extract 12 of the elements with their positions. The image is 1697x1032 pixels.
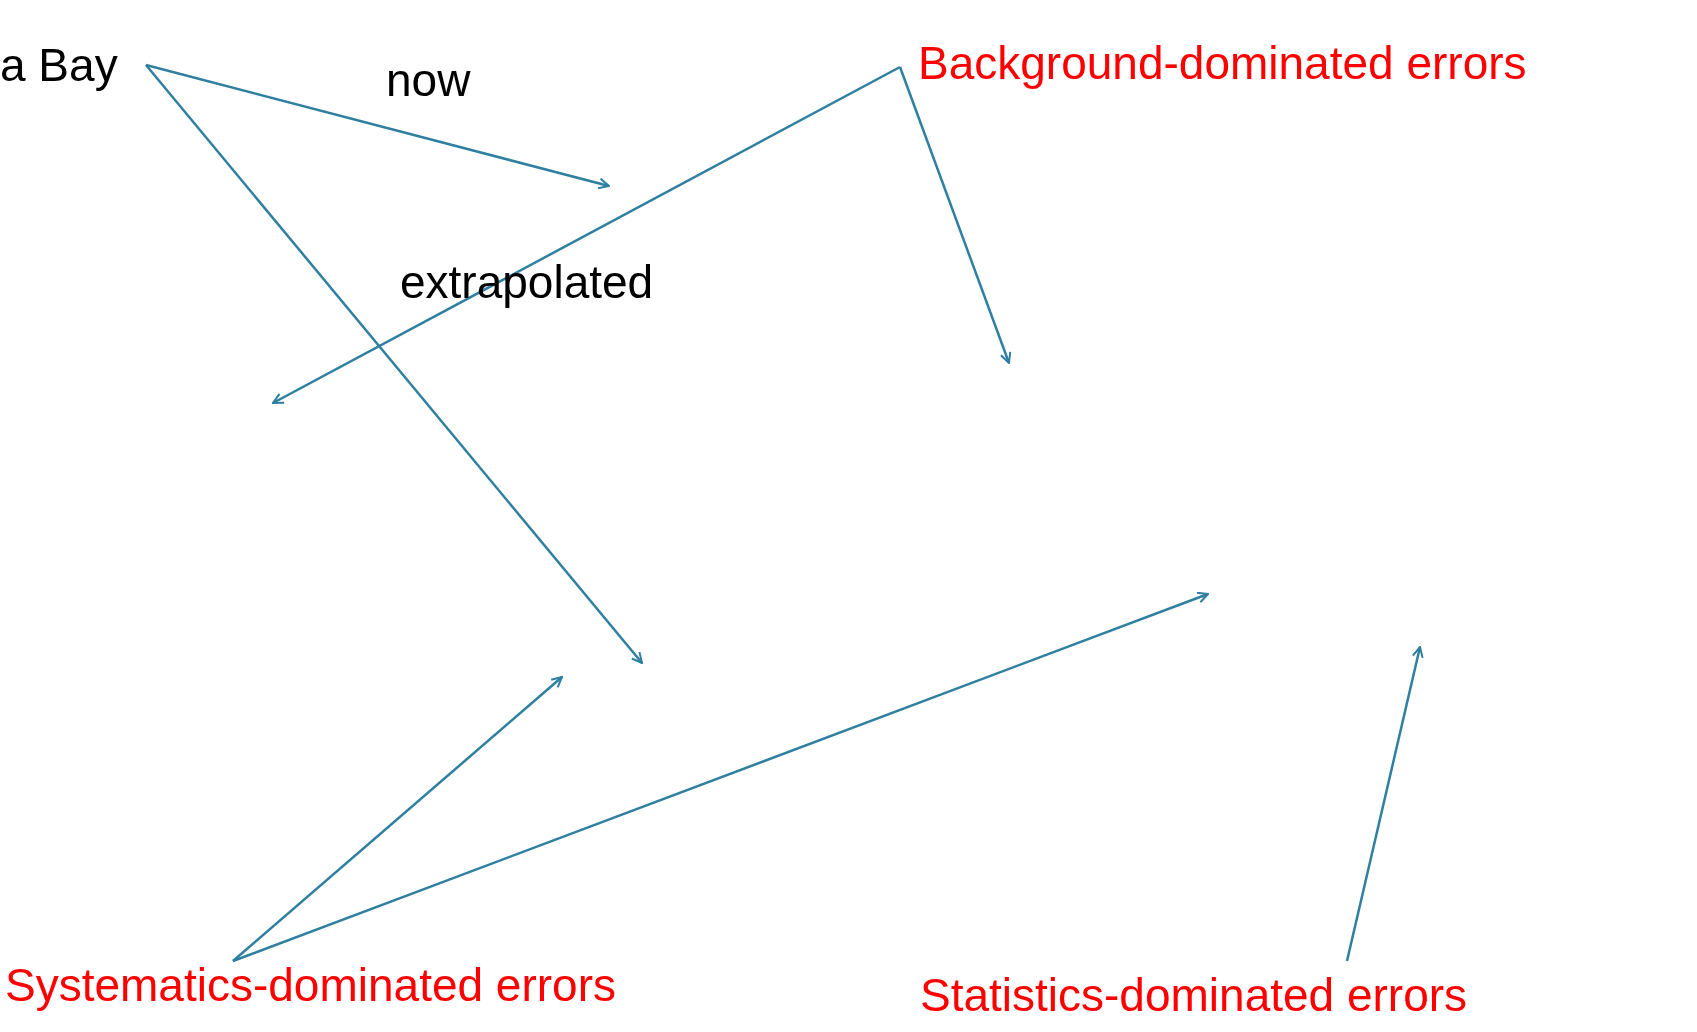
callout-text: Statistics-dominated errors [920, 970, 1468, 1021]
leader-arrow [145, 63, 610, 190]
leader-arrow [898, 66, 1012, 364]
leader-arrow [232, 676, 563, 962]
callout-text: Systematics-dominated errors [5, 960, 616, 1011]
leader-arrow [232, 591, 1209, 963]
leader-arrow [145, 64, 643, 664]
callout-text: Background-dominated errors [918, 38, 1527, 89]
annotation-text: now [386, 55, 471, 106]
leader-arrow [1345, 646, 1424, 962]
callout-text: a Bay [0, 40, 118, 91]
leader-arrow [272, 65, 901, 405]
